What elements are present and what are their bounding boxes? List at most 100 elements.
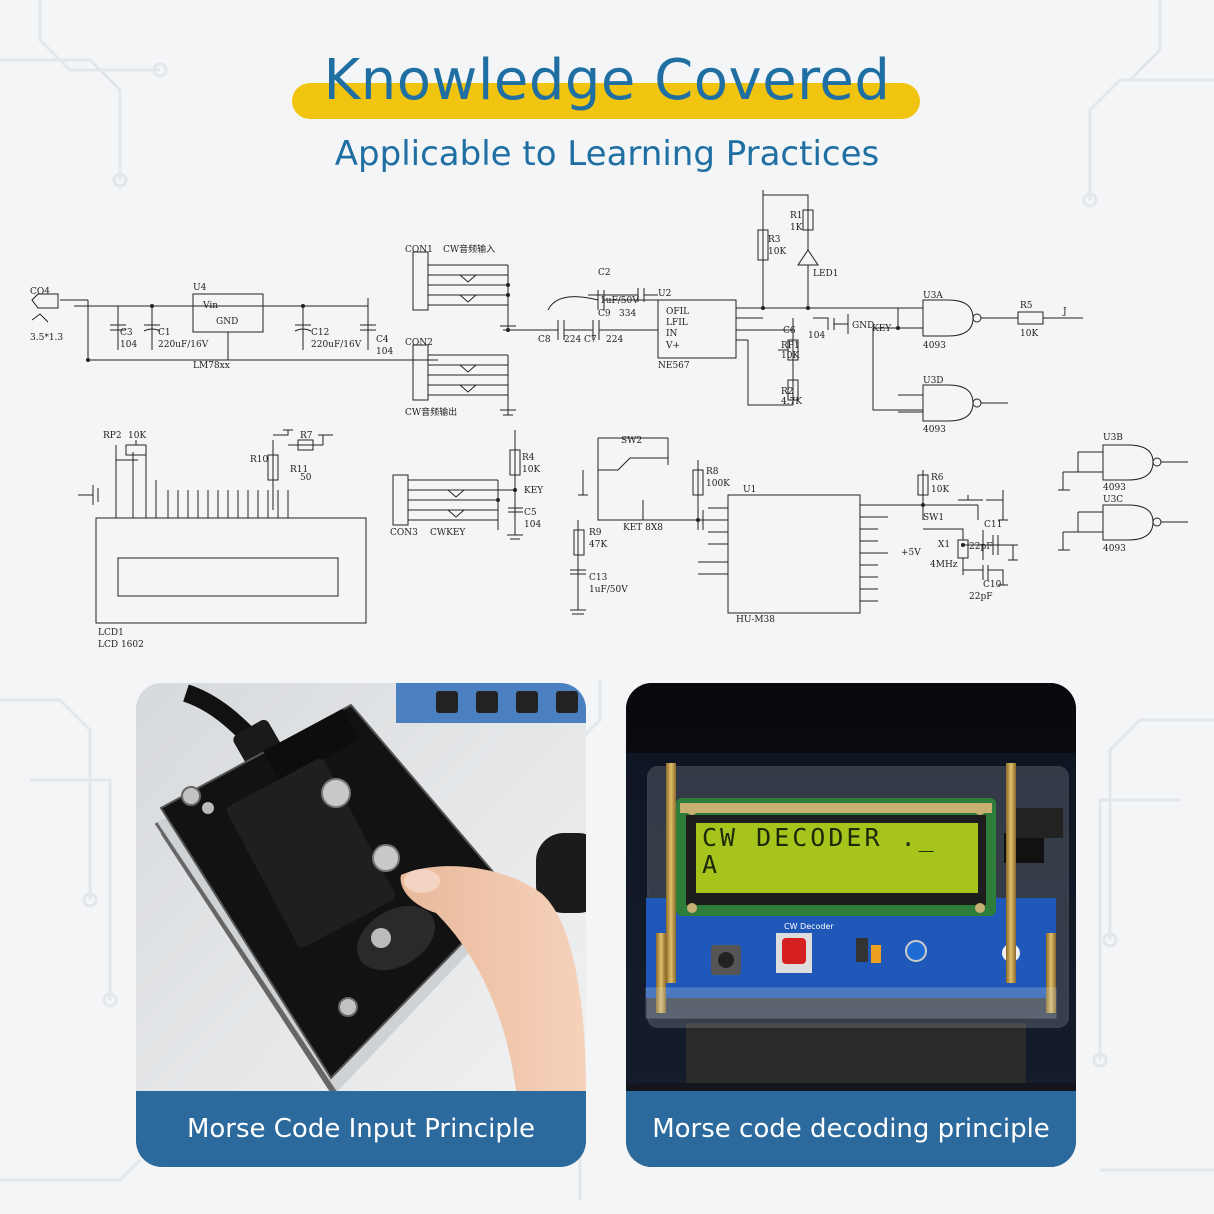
label-plus5v: +5V [901,548,921,558]
label-c2: C2 [598,268,611,278]
title-highlight-bar [292,83,920,119]
label-rp2: RP2 [103,431,122,441]
label-c5: C5 [524,508,537,518]
label-sw1: SW1 [923,513,944,523]
label-c8-value: 224 [564,335,581,345]
label-cw-in: CW音频输入 [443,243,495,255]
label-c3: C3 [120,328,133,338]
label-r8: R8 [706,467,719,477]
label-r3: R3 [768,235,781,245]
label-c10: C10 [983,580,1002,590]
label-c1-value: 220uF/16V [158,340,209,350]
label-u3c-4093: 4093 [1103,544,1126,554]
label-c10-value: 22pF [969,592,992,602]
label-r3-value: 10K [768,247,786,257]
caption-bar: Morse Code Input Principle [136,1091,586,1167]
label-gnd: GND [216,317,238,327]
label-c5-value: 104 [524,520,541,530]
label-j: J [1062,307,1067,317]
label-ofil: OFIL [666,307,689,317]
label-rp1: RP1 [781,341,800,351]
label-r11: R11 [290,465,308,475]
card-caption: Morse Code Input Principle [186,1114,536,1144]
page-title: Knowledge Covered [323,48,891,113]
label-cw-out: CW音频输出 [405,406,457,418]
label-c8: C8 [538,335,551,345]
label-u3b: U3B [1103,433,1123,443]
label-r5-value: 10K [1020,329,1038,339]
label-cwkey: CWKEY [430,528,466,538]
label-u4: U4 [193,283,207,293]
label-c1: C1 [158,328,171,338]
caption-bar: Morse code decoding principle [626,1091,1076,1167]
label-r4: R4 [522,453,535,463]
label-x1-value: 4MHz [930,560,958,570]
card-morse-decoding: CW DECODER ._ A CW Decoder Morse code de… [626,683,1076,1167]
label-u3d-4093: 4093 [923,425,946,435]
label-c4-value: 104 [376,347,393,357]
label-r8-value: 100K [706,479,730,489]
lcd-line-1: CW DECODER ._ [702,823,937,852]
label-hum38: HU-M38 [736,615,775,625]
label-vplus: V+ [665,341,680,351]
label-r4-value: 10K [522,465,540,475]
label-u3c: U3C [1103,495,1123,505]
label-r1: R1 [790,211,803,221]
lcd-line-2: A [702,850,720,879]
label-c9: C9 [598,309,611,319]
label-lcd1: LCD1 [98,628,124,638]
label-key-b: KEY [524,486,544,496]
label-r7: R7 [300,431,313,441]
label-x1: X1 [938,540,950,550]
label-lcd1602: LCD 1602 [98,640,144,650]
label-con1: CON1 [405,245,433,255]
label-u3a: U3A [923,291,943,301]
label-c3-value: 104 [120,340,137,350]
label-sw2: SW2 [621,436,642,446]
card-caption: Morse code decoding principle [652,1114,1050,1144]
label-co4: CO4 [30,287,50,297]
label-r6-value: 10K [931,485,949,495]
label-r5: R5 [1020,301,1033,311]
label-ket: KET 8X8 [623,523,663,533]
label-c9-value: 334 [619,309,636,319]
label-jack: 3.5*1.3 [30,333,63,343]
circuit-schematic: CO4 3.5*1.3 C3 104 C1 220uF/16V U4 Vin G… [30,190,1188,650]
label-c6: C6 [783,326,796,336]
label-r10: R10 [250,455,269,465]
label-r2: R2 [781,387,794,397]
label-lm78xx: LM78xx [193,361,230,371]
label-key: KEY [872,324,892,334]
label-c11-value: 22pF [969,542,992,552]
card-morse-input: Morse Code Input Principle [136,683,586,1167]
label-rp1-value: 10K [781,351,799,361]
label-u3b-4093: 4093 [1103,483,1126,493]
decoder-board-illustration: CW DECODER ._ A CW Decoder [626,683,1076,1167]
label-r2-value: 4.7K [781,397,802,407]
label-r9: R9 [589,528,602,538]
page-subtitle: Applicable to Learning Practices [334,134,880,174]
label-u3d: U3D [923,376,944,386]
label-c13: C13 [589,573,608,583]
label-c2-value: 1uF/50V [600,296,639,306]
label-con2: CON2 [405,338,433,348]
morse-key-illustration [136,683,586,1167]
board-label: CW Decoder [784,922,834,931]
label-c13-value: 1uF/50V [589,585,628,595]
label-rp2-value: 10K [128,431,146,441]
label-con3: CON3 [390,528,418,538]
label-c12: C12 [311,328,329,338]
label-lfil: LFIL [666,318,688,328]
label-c7: C7 [584,335,597,345]
label-r7-value: 50 [300,473,312,483]
label-ne567: NE567 [658,361,690,371]
label-gnd-key: GND [852,321,874,331]
label-r1-value: 1K [790,223,803,233]
label-in: IN [666,329,678,339]
label-led1: LED1 [813,269,839,279]
label-u2: U2 [658,289,671,299]
label-c4: C4 [376,335,389,345]
label-c12-value: 220uF/16V [311,340,362,350]
label-r9-value: 47K [589,540,607,550]
label-u3a-4093: 4093 [923,341,946,351]
